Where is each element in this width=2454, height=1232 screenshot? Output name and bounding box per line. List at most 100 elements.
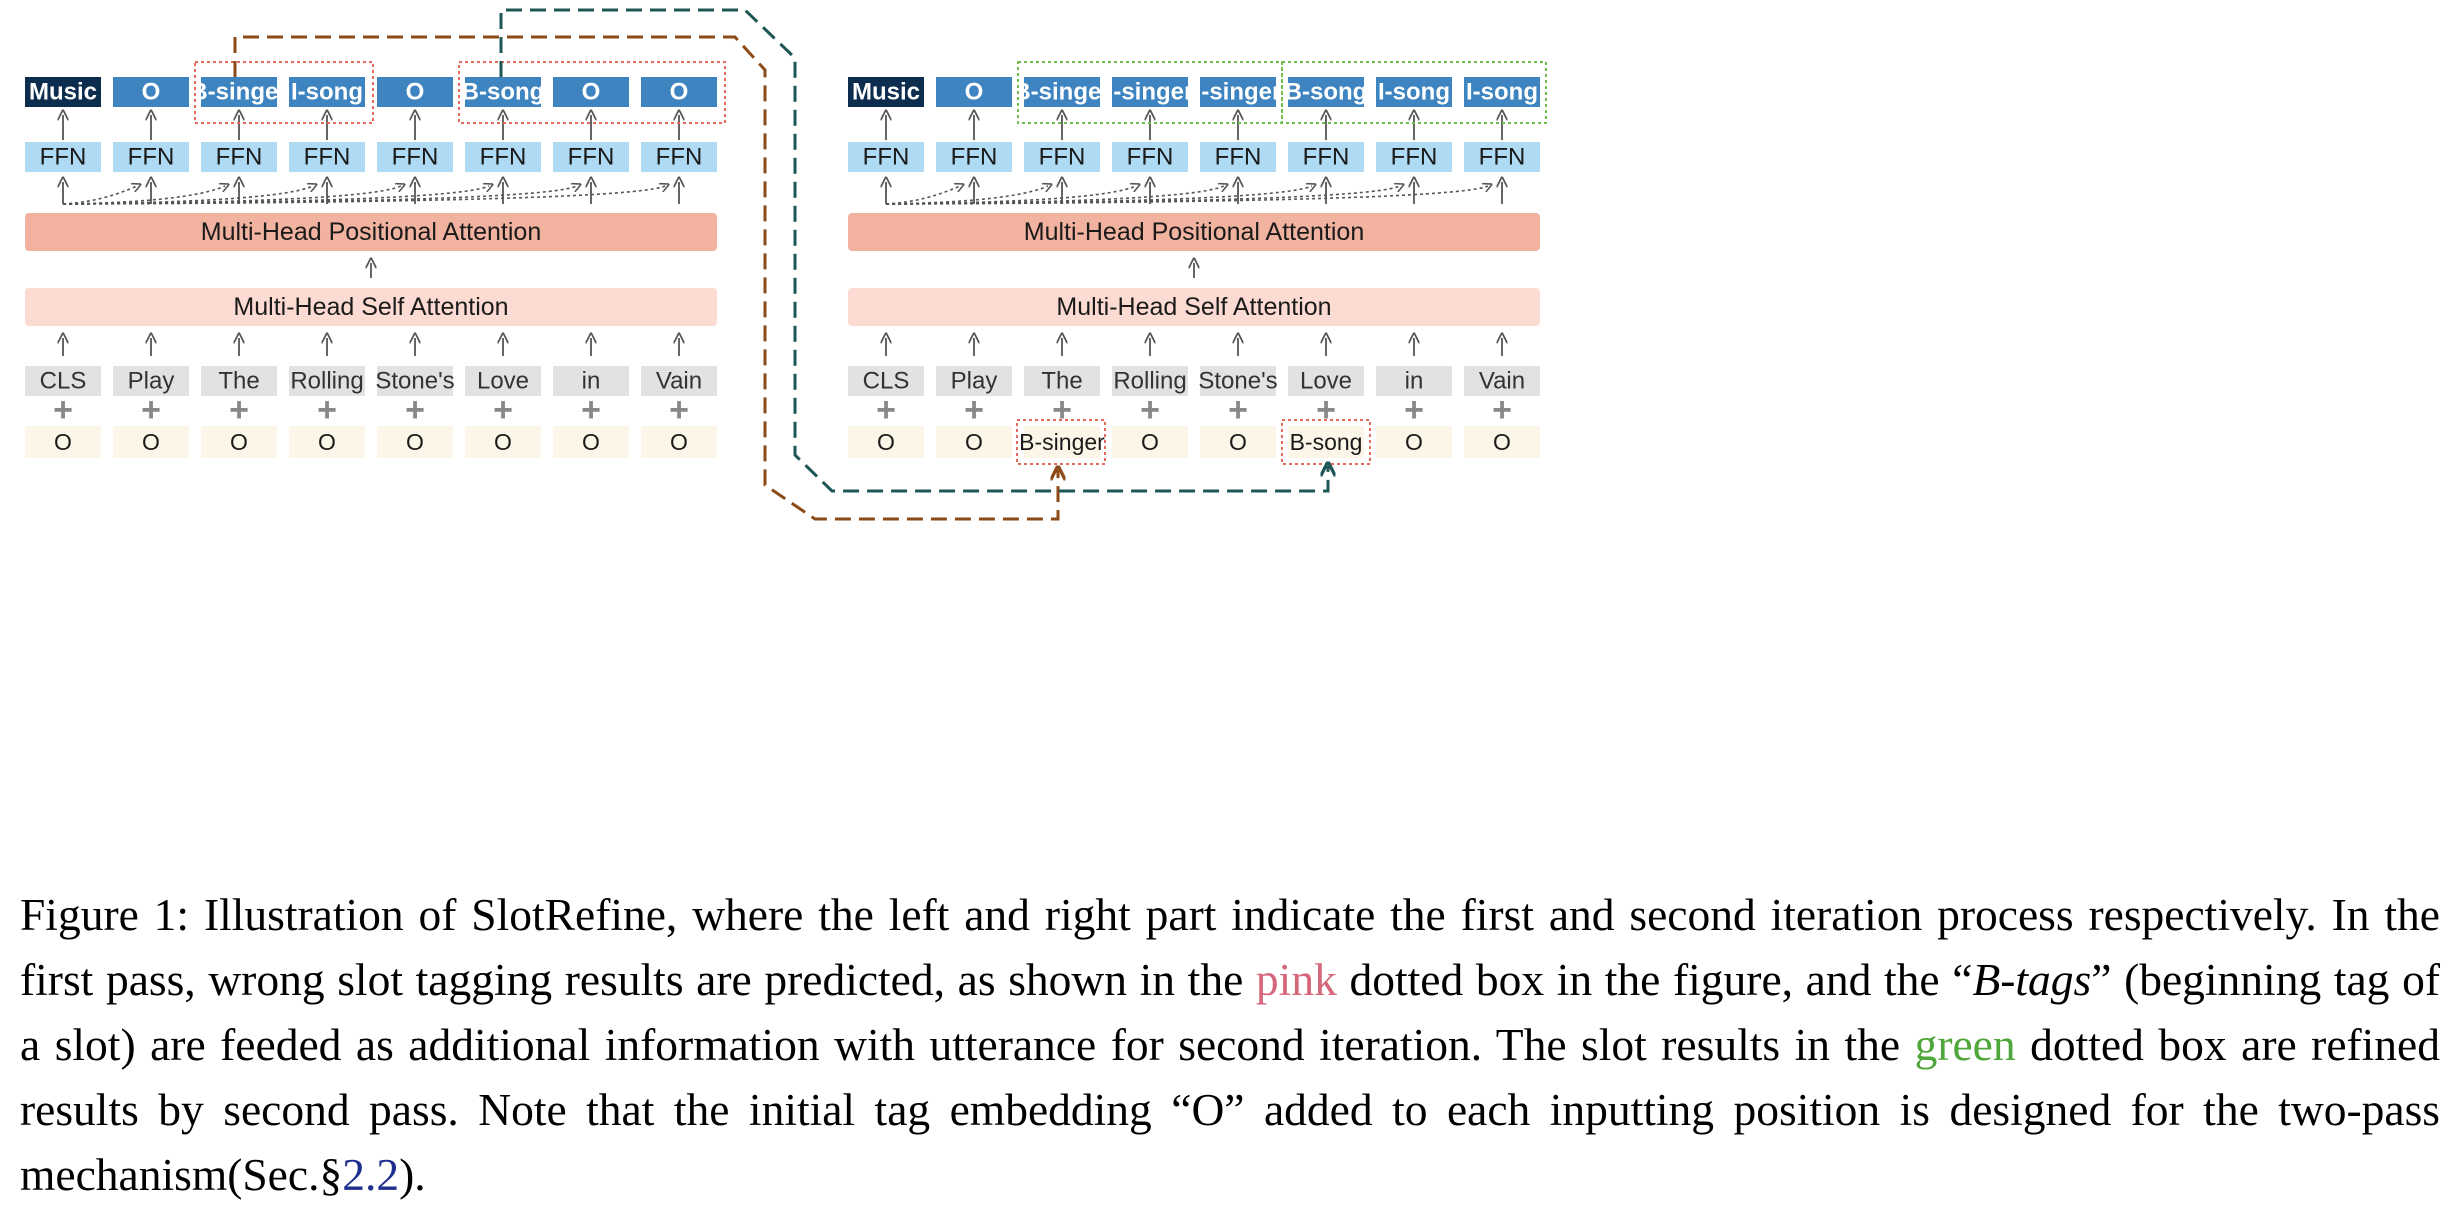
ffn-label: FFN bbox=[480, 144, 527, 171]
plus-sign: + bbox=[405, 391, 425, 429]
caption-part-5: ). bbox=[399, 1149, 426, 1200]
output-tag-label: O bbox=[965, 79, 984, 106]
positional-attention-arrow bbox=[62, 186, 225, 205]
ffn-box bbox=[936, 142, 1012, 172]
tag-embedding-label: O bbox=[877, 429, 895, 455]
ffn-label: FFN bbox=[1039, 144, 1086, 171]
plus-sign: + bbox=[229, 391, 249, 429]
output-tag-box bbox=[1376, 77, 1452, 107]
output-tag-label: O bbox=[142, 79, 161, 106]
caption-btags: B-tags bbox=[1972, 954, 2092, 1005]
ffn-box bbox=[25, 142, 101, 172]
ffn-box bbox=[1288, 142, 1364, 172]
output-tag-box bbox=[377, 77, 453, 107]
caption-part-2: dotted box in the figure, and the “ bbox=[1336, 954, 1973, 1005]
b-singer-feedback-arrow bbox=[233, 35, 1058, 521]
caption-pink-word: pink bbox=[1255, 954, 1337, 1005]
b-song-feedback-arrow bbox=[499, 8, 1328, 493]
positional-attention-arrow bbox=[885, 186, 1048, 205]
token-box bbox=[1024, 366, 1100, 396]
tag-embedding-label: O bbox=[54, 429, 72, 455]
tag-embedding-box bbox=[641, 426, 717, 458]
plus-sign: + bbox=[669, 391, 689, 429]
ffn-box bbox=[1112, 142, 1188, 172]
ffn-box bbox=[1200, 142, 1276, 172]
output-tag-label: B-song bbox=[462, 79, 545, 106]
figure-caption: Figure 1: Illustration of SlotRefine, wh… bbox=[20, 882, 2440, 1207]
tag-embedding-box bbox=[1288, 426, 1364, 458]
tag-embedding-label: O bbox=[582, 429, 600, 455]
output-tag-box bbox=[1024, 77, 1100, 107]
token-box bbox=[25, 366, 101, 396]
output-tag-box bbox=[1112, 77, 1188, 107]
ffn-box bbox=[289, 142, 365, 172]
caption-green-word: green bbox=[1914, 1019, 2016, 1070]
output-tag-label: O bbox=[582, 79, 601, 106]
token-label: Play bbox=[951, 368, 998, 395]
token-label: Vain bbox=[1479, 368, 1525, 395]
caption-part-3: ” (beginning tag of a slot) are feeded a… bbox=[20, 954, 2440, 1070]
section-reference-link[interactable]: 2.2 bbox=[342, 1149, 400, 1200]
output-tag-label: O bbox=[406, 79, 425, 106]
ffn-label: FFN bbox=[1127, 144, 1174, 171]
caption-part-4: dotted box are refined results by second… bbox=[20, 1019, 2441, 1200]
token-label: CLS bbox=[863, 368, 910, 395]
output-tag-label: I-song bbox=[291, 79, 363, 106]
ffn-label: FFN bbox=[656, 144, 703, 171]
ffn-label: FFN bbox=[1215, 144, 1262, 171]
tag-embedding-box bbox=[465, 426, 541, 458]
tag-embedding-box bbox=[201, 426, 277, 458]
token-box bbox=[553, 366, 629, 396]
output-tag-box bbox=[113, 77, 189, 107]
ffn-label: FFN bbox=[951, 144, 998, 171]
token-box bbox=[289, 366, 365, 396]
tag-embedding-label: O bbox=[965, 429, 983, 455]
output-tag-box bbox=[1200, 77, 1276, 107]
plus-sign: + bbox=[1316, 391, 1336, 429]
output-tag-label: I-song bbox=[1466, 79, 1538, 106]
output-tag-box bbox=[201, 77, 277, 107]
output-tag-label: I-song bbox=[1378, 79, 1450, 106]
output-tag-label: B-singer bbox=[190, 79, 287, 106]
tag-embedding-label: O bbox=[318, 429, 336, 455]
token-box bbox=[1288, 366, 1364, 396]
output-tag-label: I-singer bbox=[1195, 79, 1282, 106]
self-attention-label: Multi-Head Self Attention bbox=[1056, 293, 1331, 321]
ffn-box bbox=[641, 142, 717, 172]
plus-sign: + bbox=[1492, 391, 1512, 429]
tag-embedding-label: O bbox=[230, 429, 248, 455]
token-label: Love bbox=[1300, 368, 1352, 395]
token-label: Love bbox=[477, 368, 529, 395]
token-label: Stone's bbox=[375, 368, 454, 395]
ffn-box bbox=[113, 142, 189, 172]
token-label: Play bbox=[128, 368, 175, 395]
positional-attention-arrow bbox=[885, 186, 1312, 205]
output-tag-box bbox=[641, 77, 717, 107]
self-attention-bar bbox=[25, 288, 717, 326]
plus-sign: + bbox=[964, 391, 984, 429]
token-box bbox=[848, 366, 924, 396]
token-box bbox=[1200, 366, 1276, 396]
plus-sign: + bbox=[1140, 391, 1160, 429]
tag-embedding-box bbox=[113, 426, 189, 458]
tag-embedding-label: O bbox=[494, 429, 512, 455]
tag-embedding-label: B-singer bbox=[1019, 429, 1105, 455]
tag-embedding-label: O bbox=[1493, 429, 1511, 455]
plus-sign: + bbox=[1228, 391, 1248, 429]
tag-embedding-box bbox=[1024, 426, 1100, 458]
plus-sign: + bbox=[53, 391, 73, 429]
ffn-box bbox=[377, 142, 453, 172]
tag-embedding-label: O bbox=[142, 429, 160, 455]
ffn-label: FFN bbox=[1391, 144, 1438, 171]
output-tag-label: O bbox=[670, 79, 689, 106]
ffn-label: FFN bbox=[216, 144, 263, 171]
self-attention-bar bbox=[848, 288, 1540, 326]
tag-embedding-label: O bbox=[1141, 429, 1159, 455]
positional-attention-arrow bbox=[62, 186, 489, 205]
token-label: Stone's bbox=[1198, 368, 1277, 395]
positional-attention-label: Multi-Head Positional Attention bbox=[1024, 218, 1364, 246]
ffn-box bbox=[1376, 142, 1452, 172]
